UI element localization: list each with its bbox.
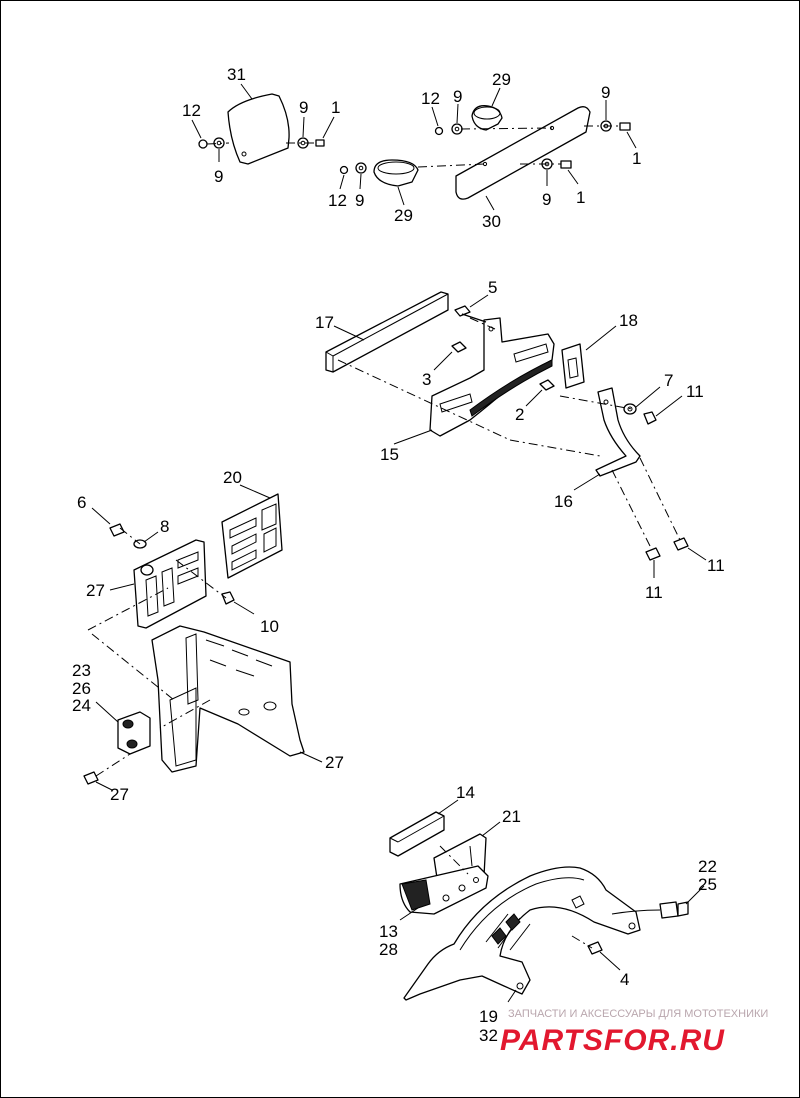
callout-2: 2	[515, 405, 524, 424]
callout-9: 9	[214, 167, 223, 186]
part-12-nut	[434, 126, 444, 136]
part-18-plate	[561, 343, 585, 389]
part-30-bracket	[455, 106, 591, 200]
part-1-screw	[619, 122, 631, 131]
part-5-screw	[454, 305, 487, 323]
callout-31: 31	[227, 65, 246, 84]
part-11-nut	[643, 411, 657, 425]
callout-16: 16	[554, 492, 573, 511]
top-group	[191, 83, 637, 211]
callout-1: 1	[632, 149, 641, 168]
part-1-screw	[315, 139, 325, 147]
part-15-bracket	[429, 317, 555, 437]
callout-25: 25	[698, 875, 717, 894]
part-31-hole	[241, 151, 247, 157]
callout-24: 24	[72, 696, 91, 715]
callout-27: 27	[110, 785, 129, 804]
callout-9: 9	[299, 98, 308, 117]
callout-7: 7	[664, 371, 673, 390]
callout-9: 9	[453, 87, 462, 106]
callout-17: 17	[315, 313, 334, 332]
part-27-screw	[83, 771, 99, 785]
part-10-nut	[221, 591, 235, 605]
part-29-clamp-upper	[471, 105, 503, 131]
callout-5: 5	[488, 278, 497, 297]
callout-27: 27	[325, 753, 344, 772]
callout-19: 19	[479, 1007, 498, 1026]
part-22-wire-harness	[611, 909, 661, 915]
part-16-bracket	[595, 387, 641, 477]
part-12-nut	[198, 139, 208, 149]
callout-12: 12	[421, 89, 440, 108]
callout-27: 27	[86, 581, 105, 600]
part-4-screw	[587, 941, 603, 955]
part-27-hinge-plate	[133, 539, 207, 629]
callout-12: 12	[328, 191, 347, 210]
callout-12: 12	[182, 101, 201, 120]
callout-8: 8	[160, 517, 169, 536]
callout-4: 4	[620, 970, 629, 989]
callout-15: 15	[380, 445, 399, 464]
callout-11: 11	[686, 382, 704, 401]
callout-26: 26	[72, 679, 91, 698]
callout-28: 28	[379, 940, 398, 959]
callout-13: 13	[379, 922, 398, 941]
part-29-clamp-lower	[373, 159, 419, 187]
callout-22: 22	[698, 857, 717, 876]
watermark-tagline: ЗАПЧАСТИ И АКСЕССУАРЫ ДЛЯ МОТОТЕХНИКИ	[508, 1008, 768, 1020]
part-2-screw	[539, 379, 555, 391]
callout-11: 11	[707, 556, 725, 575]
callout-9: 9	[601, 83, 610, 102]
callout-1: 1	[576, 188, 585, 207]
watermark: ЗАПЧАСТИ И АКСЕССУАРЫ ДЛЯ МОТОТЕХНИКИ PA…	[500, 1008, 768, 1057]
callout-29: 29	[492, 70, 511, 89]
callout-32: 32	[479, 1026, 498, 1045]
part-31-plate	[227, 93, 290, 165]
bottom-group	[389, 799, 705, 1003]
part-6-screw	[109, 523, 125, 537]
middle-right-group	[325, 291, 707, 578]
callout-11: 11	[645, 583, 663, 602]
callout-30: 30	[482, 212, 501, 231]
part-14-lens	[389, 811, 445, 857]
part-17-strip	[325, 291, 449, 373]
callout-6: 6	[77, 493, 86, 512]
callout-18: 18	[619, 311, 638, 330]
left-middle-group	[83, 484, 323, 791]
part-25-connector	[659, 901, 679, 919]
part-1-screw	[560, 160, 572, 169]
part-11-spacer	[645, 547, 661, 561]
callout-9: 9	[542, 190, 551, 209]
callout-29: 29	[394, 206, 413, 225]
part-12-nut	[339, 165, 349, 175]
callout-14: 14	[456, 783, 475, 802]
callout-3: 3	[422, 370, 431, 389]
callout-9: 9	[355, 191, 364, 210]
part-27-fender-bracket	[151, 625, 305, 773]
part-3-screw	[451, 341, 467, 353]
watermark-logo: PARTSFOR.RU	[500, 1024, 725, 1057]
part-11-spacer	[673, 537, 689, 551]
callout-labels: 31 12 9 9 1 12 9 29 9 1 12 9 29 30 9 1 5…	[72, 65, 725, 1045]
callout-1: 1	[331, 98, 340, 117]
callout-10: 10	[260, 617, 279, 636]
callout-21: 21	[502, 807, 521, 826]
callout-23: 23	[72, 661, 91, 680]
callout-20: 20	[223, 468, 242, 487]
